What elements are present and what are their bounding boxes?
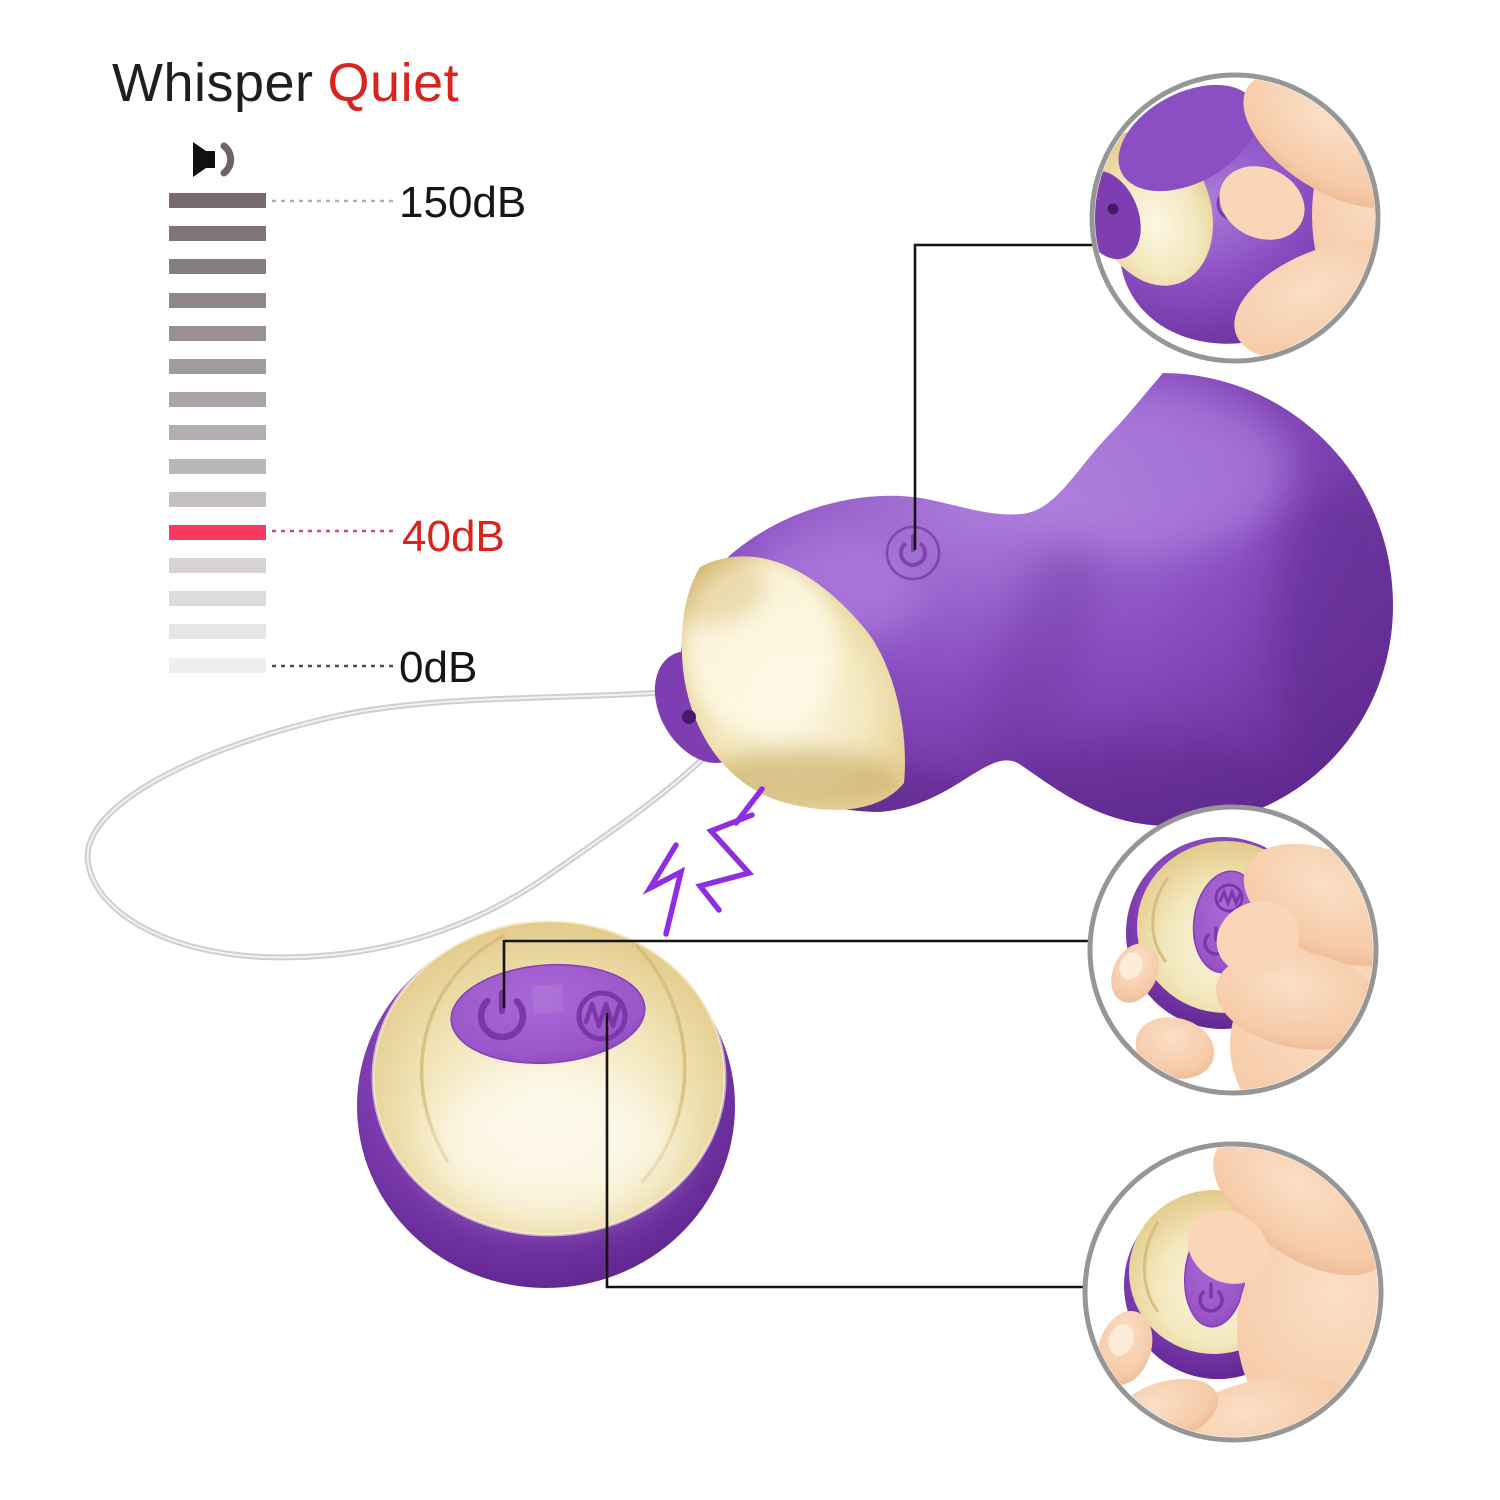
connector-line-top (913, 243, 1093, 550)
volume-bar (169, 657, 266, 673)
power-icon (477, 997, 527, 1041)
pad-reflection (532, 983, 564, 1015)
callout-bottom (1082, 1141, 1384, 1443)
callout-ring (1089, 72, 1381, 364)
vibration-wave-icon (1218, 887, 1242, 908)
fingernail (1108, 1324, 1134, 1356)
shadow-blob (681, 556, 765, 625)
shadow-blob (981, 546, 1099, 774)
connector-line-bottom (605, 1013, 1087, 1289)
device-power-button (885, 525, 941, 581)
fingernail (1119, 952, 1143, 980)
fingertip (1187, 1210, 1269, 1284)
speaker-icon (193, 142, 235, 177)
zoomed-power-button (1198, 1282, 1224, 1313)
volume-bar (169, 425, 266, 441)
fingertip (1216, 901, 1300, 975)
volume-bar (169, 458, 266, 474)
index-finger (1213, 1147, 1378, 1276)
shadow-blob (702, 750, 898, 810)
vibration-button-ring (576, 990, 628, 1042)
speaker-cone (193, 142, 215, 177)
fingertip (1219, 166, 1305, 240)
thumb (1234, 240, 1375, 358)
kegel-device (654, 373, 1394, 827)
power-icon (899, 542, 927, 567)
zoomed-cord-nub (1095, 170, 1141, 260)
gold-rim-highlight (371, 919, 727, 1237)
gold-band-curve (1151, 877, 1170, 963)
zigzag-bolt (733, 786, 765, 826)
volume-bar (169, 392, 266, 408)
remote-vibration-button (576, 990, 628, 1042)
highlight-blob (990, 385, 1290, 555)
title-whisper: Whisper (112, 53, 314, 113)
callout-top (1089, 72, 1381, 364)
callout-middle (1087, 804, 1379, 1096)
gold-band-curve (419, 933, 506, 1163)
zoomed-egg-purple-top (1118, 84, 1258, 192)
volume-bar (169, 325, 266, 341)
volume-bar (169, 624, 266, 640)
callout-middle-content (1111, 837, 1373, 1090)
zigzag-bolt (695, 812, 755, 913)
speaker-wave-arc (220, 142, 235, 177)
button-ring (885, 525, 941, 581)
volume-bar (169, 193, 266, 208)
volume-bar (169, 292, 266, 308)
zoomed-vibration-button (1214, 883, 1244, 913)
volume-bar (169, 558, 266, 574)
callout-bottom-content (1097, 1147, 1378, 1437)
zoomed-cord-hole (1107, 203, 1119, 215)
cord-hole (682, 710, 696, 724)
cord-highlight (86, 691, 714, 959)
shadow-blob (1275, 480, 1394, 800)
remote-control (357, 919, 735, 1288)
remote-power-button (477, 989, 527, 1041)
volume-bar-chart (169, 193, 266, 691)
callout-connector-lines (502, 243, 1093, 1289)
chart-leader-lines (272, 199, 396, 668)
gold-band-curve (1143, 1221, 1160, 1313)
db-tick-label: 150dB (399, 178, 527, 227)
callout-top-content (1095, 78, 1375, 358)
zigzag-bolt (642, 842, 686, 937)
connector-line-middle (502, 939, 1090, 1008)
title-quiet: Quiet (327, 53, 460, 113)
callout-ring (1082, 1141, 1384, 1443)
retrieval-cord-loop (84, 689, 716, 961)
db-tick-label: 40dB (402, 512, 505, 561)
vibration-zigzag-icon (642, 786, 765, 937)
volume-bar (169, 491, 266, 507)
vibration-button-ring (1214, 883, 1244, 913)
fingertip (1135, 1017, 1215, 1079)
volume-bar (169, 259, 266, 275)
volume-bar (169, 226, 266, 242)
volume-bar-highlight (169, 524, 266, 540)
gold-reflection (432, 1070, 672, 1210)
power-icon (1198, 1290, 1224, 1313)
callout-ring (1087, 804, 1379, 1096)
volume-bar (169, 358, 266, 374)
volume-bar (169, 591, 266, 607)
finger (1215, 950, 1373, 1050)
db-tick-label: 0dB (399, 643, 478, 692)
vibration-wave-icon (583, 1001, 622, 1029)
